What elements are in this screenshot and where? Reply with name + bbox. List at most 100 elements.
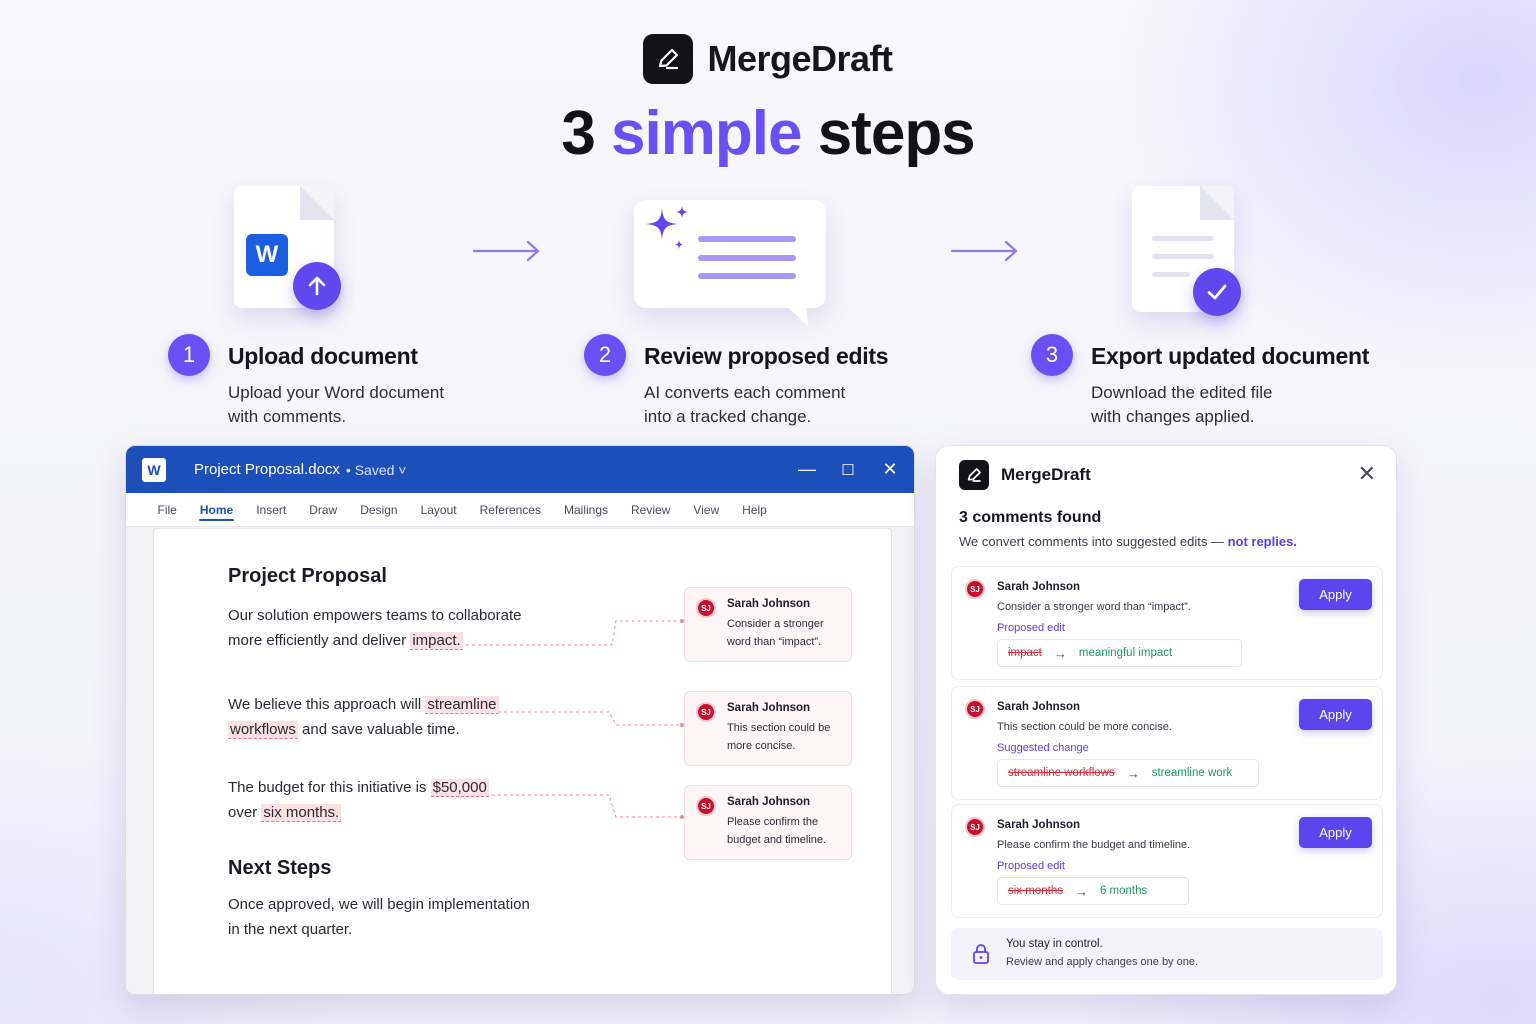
avatar: SJ (696, 702, 716, 722)
step-title: Review proposed edits (644, 343, 889, 369)
tab-view[interactable]: View (693, 502, 720, 517)
sparkle-icon (646, 206, 688, 249)
word-titlebar: W Project Proposal.docx • Saved ˅ — ☐ ✕ (126, 446, 914, 493)
tab-design[interactable]: Design (360, 502, 398, 517)
arrow-right-icon: → (1126, 765, 1140, 781)
commented-text[interactable]: six months. (261, 804, 342, 822)
headline-part1: 3 (561, 99, 595, 168)
tracked-change: impact → meaningful impact (997, 639, 1242, 667)
pen-icon (643, 34, 694, 84)
comment-text: Consider a stronger word than “impact”. (727, 615, 839, 651)
commented-text[interactable]: impact. (410, 632, 463, 650)
step-description: AI converts each comment into a tracked … (644, 381, 845, 429)
document-page[interactable]: Project Proposal Our solution empowers t… (153, 528, 892, 994)
step-title: Upload document (228, 343, 418, 369)
bubble-tail (784, 304, 808, 326)
maximize-icon[interactable]: ☐ (841, 461, 855, 479)
step-description-line: into a tracked change. (644, 407, 812, 426)
suggestion-kind: Proposed edit (997, 622, 1065, 634)
control-note-title: You stay in control. (1006, 938, 1103, 950)
not-replies-link[interactable]: not replies. (1227, 534, 1297, 549)
lock-icon (973, 944, 989, 964)
tab-layout[interactable]: Layout (420, 502, 457, 517)
close-icon[interactable]: ✕ (882, 459, 898, 479)
text-line: more efficiently and deliver impact. (228, 628, 521, 653)
sparkle-bubble-icon (634, 200, 828, 330)
commented-text[interactable]: $50,000 (430, 779, 489, 797)
text-run: more efficiently and deliver (228, 632, 411, 649)
tab-mailings[interactable]: Mailings (563, 502, 608, 517)
arrow-right-icon: → (1053, 645, 1067, 661)
save-status[interactable]: • Saved ˅ (345, 461, 407, 478)
step-number: 3 (1031, 334, 1073, 376)
text-line: Once approved, we will begin implementat… (228, 896, 530, 913)
tab-help[interactable]: Help (742, 502, 767, 517)
deleted-text: streamline workflows (1008, 767, 1115, 779)
tab-file[interactable]: File (157, 502, 177, 517)
text-line: in the next quarter. (228, 921, 353, 938)
suggestion-kind: Proposed edit (997, 860, 1065, 872)
comment-text-line: more concise. (727, 740, 796, 752)
close-icon[interactable]: ✕ (1357, 461, 1376, 486)
text-line: Our solution empowers teams to collabora… (228, 607, 522, 624)
paragraph-3: The budget for this initiative is $50,00… (228, 775, 489, 825)
word-upload-icon: W (232, 186, 344, 314)
comment-card[interactable]: SJ Sarah Johnson Consider a stronger wor… (684, 587, 852, 662)
tab-draw[interactable]: Draw (309, 502, 338, 517)
comment-card[interactable]: SJ Sarah Johnson Please confirm the budg… (684, 785, 852, 860)
mergedraft-panel: MergeDraft ✕ 3 comments found We convert… (935, 445, 1397, 995)
comment-text-line: This section could be (727, 722, 831, 734)
comment-text-line: Consider a stronger (727, 618, 824, 630)
panel-brand-name: MergeDraft (1001, 465, 1091, 484)
avatar: SJ (696, 598, 716, 618)
text-run: The budget for this initiative is (228, 779, 431, 796)
inserted-text: meaningful impact (1078, 647, 1173, 659)
step-description-line: AI converts each comment (644, 383, 846, 402)
word-app-icon: W (142, 457, 166, 482)
comment-text-line: budget and timeline. (727, 834, 827, 846)
comment-author: Sarah Johnson (727, 598, 811, 610)
text-run: and save valuable time. (297, 721, 460, 738)
text-line: over six months. (228, 800, 489, 825)
comment-card[interactable]: SJ Sarah Johnson This section could be m… (684, 691, 852, 766)
suggestion-author: Sarah Johnson (997, 581, 1081, 593)
document-check-icon (1130, 186, 1246, 318)
suggestion-author: Sarah Johnson (997, 701, 1081, 713)
upload-arrow-icon (293, 262, 341, 310)
arrow-right-icon (950, 240, 1018, 262)
suggestion-comment: This section could be more concise. (997, 721, 1172, 733)
speech-bubble (634, 200, 826, 308)
step-number: 2 (584, 334, 626, 376)
document-name[interactable]: Project Proposal.docx (194, 461, 340, 478)
commented-text[interactable]: workflows (228, 721, 298, 739)
suggestion-card: SJ Sarah Johnson Consider a stronger wor… (951, 566, 1383, 680)
document-heading: Next Steps (228, 857, 332, 879)
apply-button[interactable]: Apply (1299, 579, 1372, 610)
arrow-right-icon (472, 240, 540, 262)
tab-references[interactable]: References (479, 502, 541, 517)
brand-name: MergeDraft (707, 38, 893, 79)
apply-button[interactable]: Apply (1299, 699, 1372, 730)
paragraph-2: We believe this approach will streamline… (228, 692, 499, 742)
commented-text[interactable]: streamline (425, 696, 499, 714)
step-description: Download the edited file with changes ap… (1091, 381, 1272, 429)
comment-text: This section could be more concise. (727, 719, 839, 755)
tab-home[interactable]: Home (188, 493, 244, 527)
comment-text-line: word than “impact”. (727, 636, 822, 648)
tab-review[interactable]: Review (631, 502, 671, 517)
headline-part2: steps (817, 99, 976, 168)
headline-accent: simple (611, 99, 802, 168)
avatar: SJ (696, 796, 716, 816)
deleted-text: six months (1008, 885, 1063, 897)
tracked-change: six months → 6 months (997, 877, 1189, 905)
tab-insert[interactable]: Insert (256, 502, 287, 517)
document-heading: Project Proposal (228, 565, 387, 587)
step-number: 1 (168, 334, 210, 376)
apply-button[interactable]: Apply (1299, 817, 1372, 848)
control-note-text: Review and apply changes one by one. (1006, 956, 1199, 968)
suggestion-card: SJ Sarah Johnson Please confirm the budg… (951, 804, 1383, 918)
control-note: You stay in control. Review and apply ch… (951, 928, 1383, 980)
text-run: We believe this approach will (228, 696, 426, 713)
paragraph-4: Once approved, we will begin implementat… (228, 892, 530, 942)
minimize-icon[interactable]: — (798, 459, 816, 479)
